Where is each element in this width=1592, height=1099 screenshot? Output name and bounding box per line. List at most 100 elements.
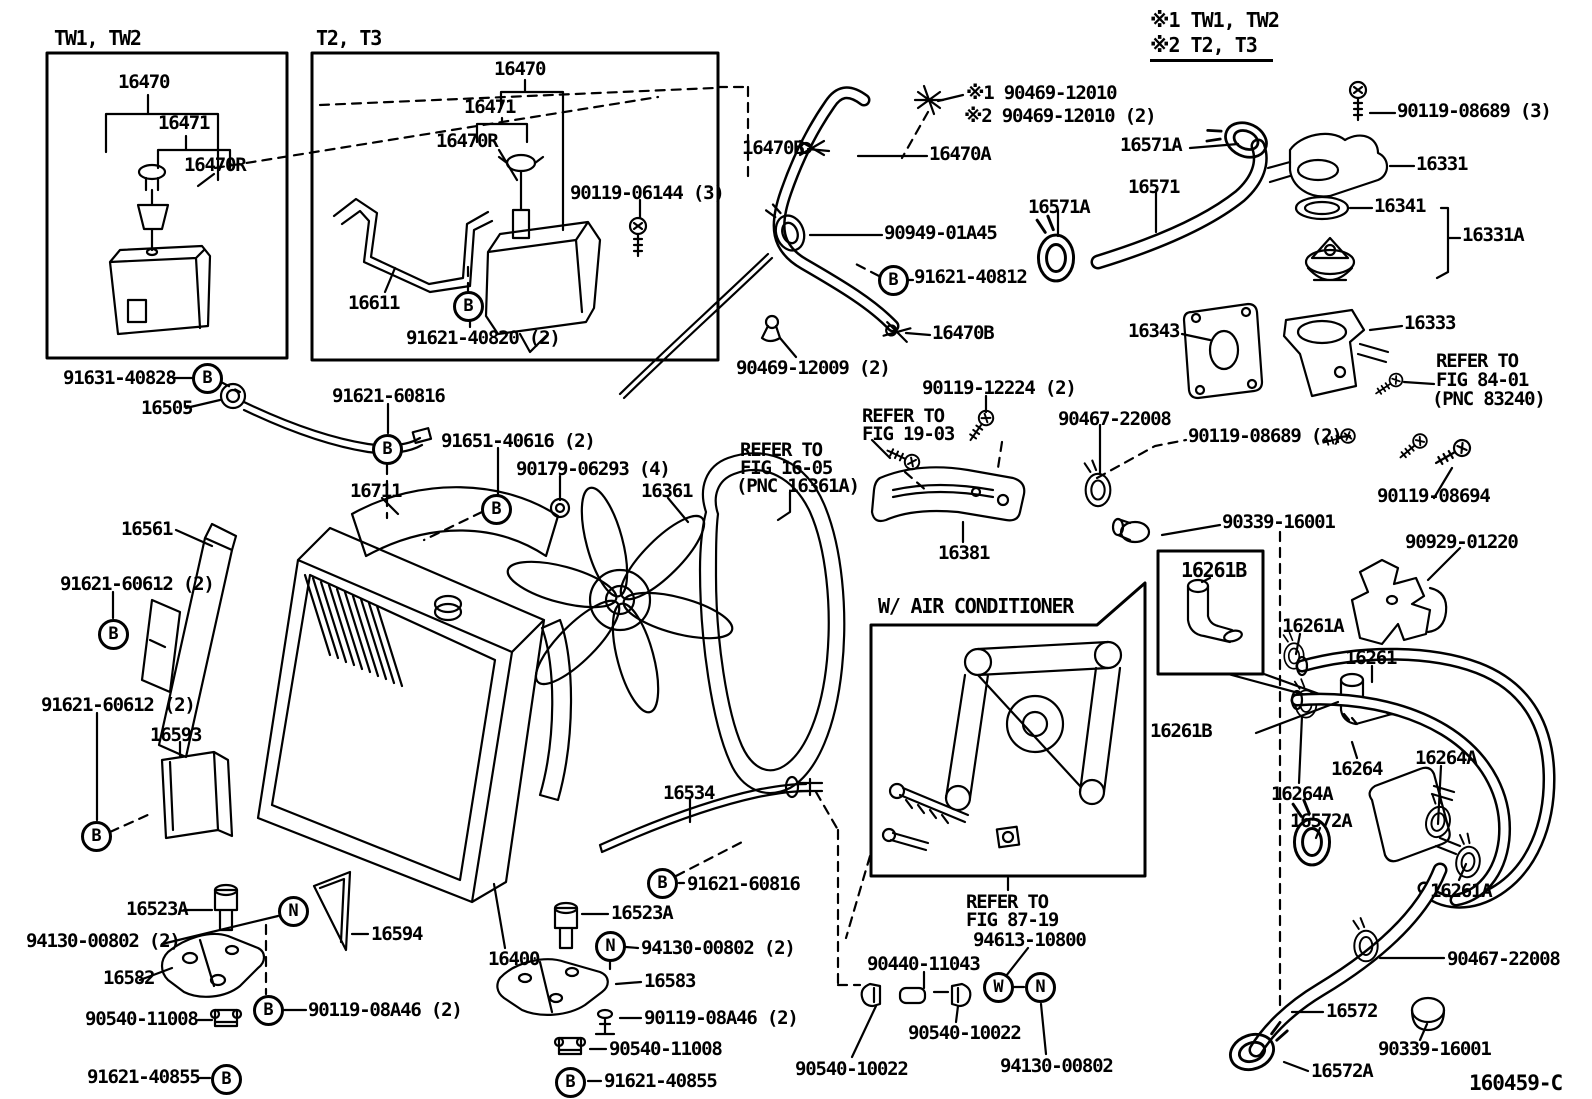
label-16261b: 16261B: [1150, 720, 1213, 742]
label-90540-10022-2: 90540-10022: [795, 1058, 909, 1080]
label-refer-fig16-line2: FIG 16-05: [740, 457, 833, 479]
label-16331: 16331: [1416, 153, 1468, 175]
label-90467-22008-1: 90467-22008: [1058, 408, 1172, 430]
label-16470r-t2: 16470R: [436, 130, 499, 152]
label-16523a-2: 16523A: [611, 902, 674, 924]
circle-symbol-B-1: B: [372, 434, 403, 465]
artwork-thermostat-cluster: [1083, 80, 1475, 508]
label-refer-fig87-line2: FIG 87-19: [966, 909, 1059, 931]
label-90467-22008-2: 90467-22008: [1447, 948, 1561, 970]
label-16470a: 16470A: [929, 143, 992, 165]
label-16534: 16534: [663, 782, 715, 804]
label-91621-40820: 91621-40820 (2): [406, 327, 561, 349]
artwork-sensor-16505: [219, 382, 433, 455]
label-16583: 16583: [644, 970, 696, 992]
label-16711: 16711: [350, 480, 402, 502]
label-16572a-2: 16572A: [1311, 1060, 1374, 1082]
label-16261a-2: 16261A: [1430, 880, 1493, 902]
circle-symbol-B-5: B: [98, 619, 129, 650]
circle-symbol-B-4: B: [878, 265, 909, 296]
label-refer-fig87-line1: REFER TO: [966, 891, 1049, 913]
dashed-lines: [108, 85, 1282, 1014]
label-91621-40855-2: 91621-40855: [604, 1070, 718, 1092]
label-91621-60612-1: 91621-60612 (2): [60, 573, 215, 595]
label-refer-fig84-line3: (PNC 83240): [1432, 388, 1546, 410]
label-90469-12010-2: ※2 90469-12010 (2): [964, 105, 1157, 127]
circle-symbol-B-6: B: [81, 821, 112, 852]
label-90119-08694: 90119-08694: [1377, 485, 1491, 507]
label-refer-fig19-line2: FIG 19-03: [862, 423, 955, 445]
label-16261: 16261: [1345, 647, 1397, 669]
label-90119-08689-2: 90119-08689 (2): [1188, 425, 1343, 447]
label-90179-06293: 90179-06293 (4): [516, 458, 671, 480]
label-16523a-1: 16523A: [126, 898, 189, 920]
label-16343: 16343: [1128, 320, 1180, 342]
circle-symbol-W-14: W: [983, 972, 1014, 1003]
label-90119-12224: 90119-12224 (2): [922, 377, 1077, 399]
section-title-tw1-tw2: TW1, TW2: [54, 26, 142, 50]
drawing-number: 160459-C: [1469, 1071, 1563, 1095]
artwork-belt: [698, 452, 846, 795]
label-16571a-2: 16571A: [1028, 196, 1091, 218]
section-box-w-air-conditioner: [869, 581, 1147, 878]
label-16470-tw: 16470: [118, 71, 170, 93]
label-16611: 16611: [348, 292, 400, 314]
label-16571: 16571: [1128, 176, 1180, 198]
label-16471-t2: 16471: [464, 96, 516, 118]
label-94130-00802-1: 94130-00802 (2): [26, 930, 181, 952]
section-box-tw1-tw2: [45, 51, 289, 360]
label-16572: 16572: [1326, 1000, 1378, 1022]
label-16261a-1: 16261A: [1282, 615, 1345, 637]
artwork-pipe-16534: [598, 775, 824, 854]
artwork-bracket-16381: [870, 406, 1026, 523]
label-refer-fig84-line2: FIG 84-01: [1436, 369, 1529, 391]
artwork-fan-16361: [506, 486, 734, 714]
label-16582: 16582: [103, 967, 155, 989]
label-16572a-1: 16572A: [1290, 810, 1353, 832]
artwork-ac-bracket: [881, 640, 1123, 852]
legend-note-2: ※2 T2, T3: [1150, 33, 1273, 62]
section-title-16261b-inset: 16261B: [1181, 558, 1247, 582]
label-refer-fig16-line3: (PNC 16361A): [736, 475, 860, 497]
label-94613-10800: 94613-10800: [973, 929, 1087, 951]
label-16333: 16333: [1404, 312, 1456, 334]
label-16593: 16593: [150, 724, 202, 746]
label-16471-tw: 16471: [158, 112, 210, 134]
label-91621-40812: 91621-40812: [914, 266, 1028, 288]
label-91621-40855-1: 91621-40855: [87, 1066, 201, 1088]
circle-symbol-B-0: B: [192, 363, 223, 394]
section-title-t2-t3: T2, T3: [316, 26, 382, 50]
label-16594: 16594: [371, 923, 423, 945]
label-16381: 16381: [938, 542, 990, 564]
label-91621-60612-2: 91621-60612 (2): [41, 694, 196, 716]
artwork-bottom-fasteners: [160, 883, 972, 1056]
legend-note-1: ※1 TW1, TW2: [1150, 8, 1280, 32]
artwork-right-parts: [1111, 517, 1556, 1077]
circle-symbol-B-2: B: [481, 494, 512, 525]
artwork-radiator: [140, 486, 573, 952]
label-90949-01a45: 90949-01A45: [884, 222, 998, 244]
circle-symbol-B-8: B: [211, 1064, 242, 1095]
artwork-upper-hose-16470a: [772, 86, 900, 333]
label-90440-11043: 90440-11043: [867, 953, 981, 975]
label-90540-11008-2: 90540-11008: [609, 1038, 723, 1060]
circle-symbol-B-7: B: [253, 995, 284, 1026]
label-16264: 16264: [1331, 758, 1383, 780]
artwork-overflow-pipe: [618, 252, 774, 400]
label-94130-00802-3: 94130-00802: [1000, 1055, 1114, 1077]
label-90119-08a46-2: 90119-08A46 (2): [644, 1007, 799, 1029]
label-16470r-tw: 16470R: [184, 154, 247, 176]
circle-symbol-N-11: N: [278, 896, 309, 927]
label-91651-40616: 91651-40616 (2): [441, 430, 596, 452]
label-90469-12010-1: ※1 90469-12010: [966, 82, 1118, 104]
label-16400: 16400: [488, 948, 540, 970]
label-16470b-1: 16470B: [742, 137, 805, 159]
label-refer-fig84-line1: REFER TO: [1436, 350, 1519, 372]
label-16331a: 16331A: [1462, 224, 1525, 246]
label-94130-00802-2: 94130-00802 (2): [641, 937, 796, 959]
circle-symbol-B-3: B: [453, 291, 484, 322]
label-16264a-1: 16264A: [1271, 783, 1334, 805]
artwork-lower-hose-16571: [1035, 107, 1274, 283]
